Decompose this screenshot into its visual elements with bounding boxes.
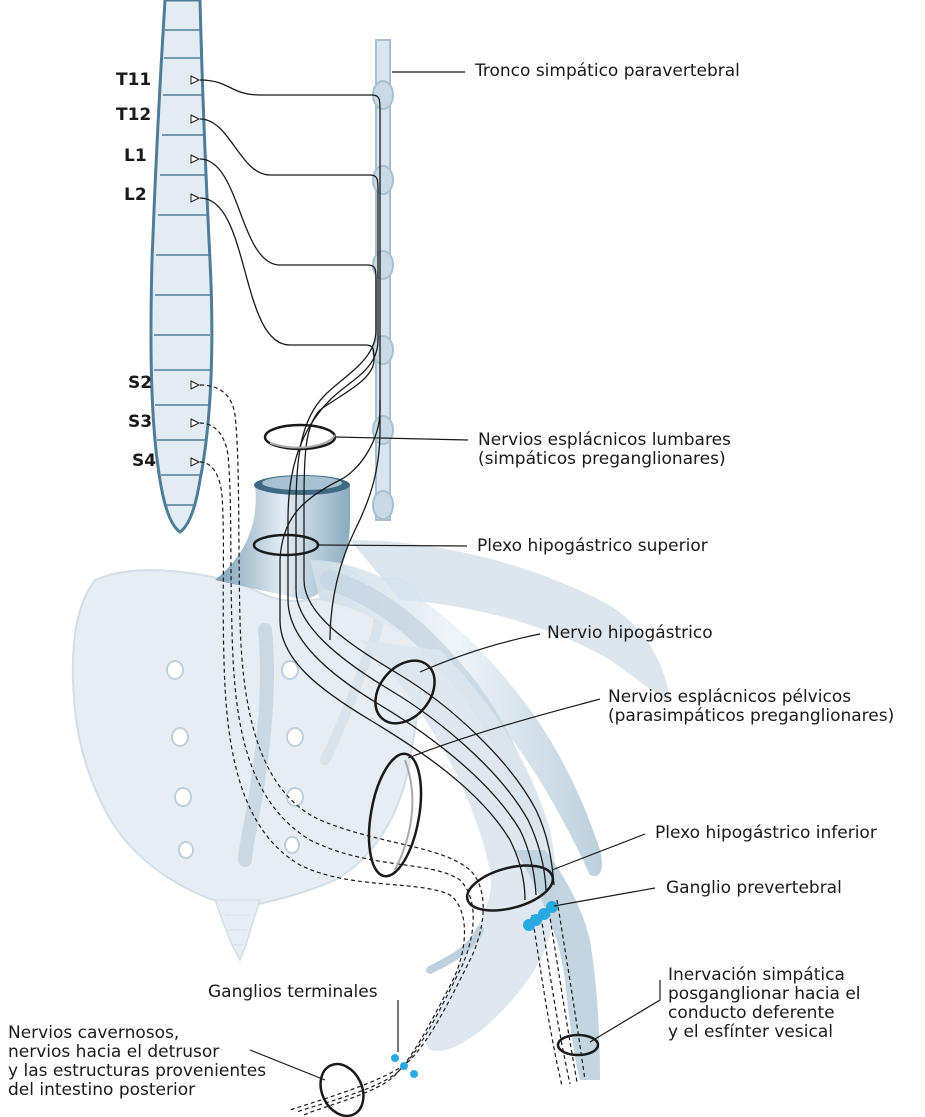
label-inervacion-line1: Inervación simpática xyxy=(668,966,861,985)
label-nervios-lumbares-line1: Nervios esplácnicos lumbares xyxy=(478,431,731,450)
label-ganglio-prevertebral: Ganglio prevertebral xyxy=(666,879,842,898)
label-nervios-lumbares-line2: (simpáticos preganglionares) xyxy=(478,450,731,469)
segment-label-s2: S2 xyxy=(128,373,152,393)
label-nervios-cavernosos: Nervios cavernosos, nervios hacia el det… xyxy=(8,1024,266,1100)
label-inervacion-line4: y el esfínter vesical xyxy=(668,1023,861,1042)
label-nervios-pelvicos-line1: Nervios esplácnicos pélvicos xyxy=(608,688,894,707)
label-cavernosos-line2: nervios hacia el detrusor xyxy=(8,1043,266,1062)
segment-label-s3: S3 xyxy=(128,412,152,432)
label-plexo-superior: Plexo hipogástrico superior xyxy=(477,537,708,556)
segment-label-s4: S4 xyxy=(132,451,156,471)
label-tronco-simpatico: Tronco simpático paravertebral xyxy=(475,62,740,81)
label-inervacion-line2: posganglionar hacia el xyxy=(668,985,861,1004)
label-nervios-lumbares: Nervios esplácnicos lumbares (simpáticos… xyxy=(478,431,731,469)
label-cavernosos-line1: Nervios cavernosos, xyxy=(8,1024,266,1043)
label-cavernosos-line3: y las estructuras provenientes xyxy=(8,1062,266,1081)
segment-label-t11: T11 xyxy=(116,70,151,90)
label-nervios-pelvicos: Nervios esplácnicos pélvicos (parasimpát… xyxy=(608,688,894,726)
label-inervacion-line3: conducto deferente xyxy=(668,1004,861,1023)
label-plexo-inferior: Plexo hipogástrico inferior xyxy=(655,824,877,843)
sacrum xyxy=(73,570,424,960)
label-nervios-pelvicos-line2: (parasimpáticos preganglionares) xyxy=(608,707,894,726)
label-ganglios-terminales: Ganglios terminales xyxy=(208,983,378,1002)
segment-label-l2: L2 xyxy=(124,185,147,205)
label-cavernosos-line4: del intestino posterior xyxy=(8,1081,266,1100)
segment-label-t12: T12 xyxy=(116,105,151,125)
label-nervio-hipogastrico: Nervio hipogástrico xyxy=(547,624,713,643)
label-inervacion-simpatica: Inervación simpática posganglionar hacia… xyxy=(668,966,861,1042)
segment-label-l1: L1 xyxy=(124,146,147,166)
